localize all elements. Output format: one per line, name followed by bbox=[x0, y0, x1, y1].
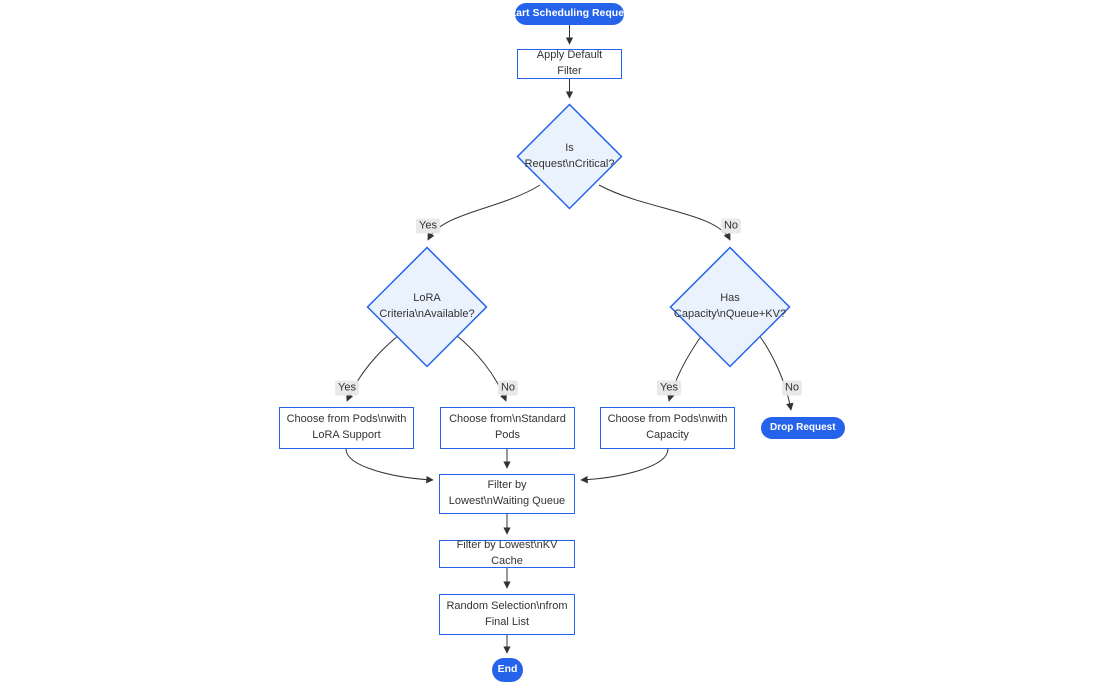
diamond-shape bbox=[366, 246, 488, 368]
drop-request-node: Drop Request bbox=[761, 417, 845, 439]
random-selection-node: Random Selection\nfrom Final List bbox=[439, 594, 575, 635]
edge-label-critical-no: No bbox=[720, 218, 742, 234]
edge-capacity-no bbox=[757, 333, 794, 411]
filter-kv-cache-label: Filter by Lowest\nKV Cache bbox=[456, 539, 558, 567]
filter-kv-cache-node: Filter by Lowest\nKV Cache bbox=[439, 539, 575, 568]
edge-choosecapacity-to-filter bbox=[580, 448, 669, 484]
diamond-shape bbox=[669, 246, 791, 368]
choose-lora-pods-label: Choose from Pods\nwith LoRA Support bbox=[286, 413, 407, 441]
edge-chooselora-to-filter bbox=[345, 448, 434, 484]
lora-criteria-label: LoRA Criteria\nAvailable? bbox=[379, 292, 475, 320]
choose-standard-pods-label: Choose from\nStandard Pods bbox=[449, 413, 566, 441]
choose-capacity-pods-node: Choose from Pods\nwith Capacity bbox=[600, 407, 735, 449]
edge-label-critical-yes: Yes bbox=[416, 218, 440, 234]
apply-default-filter-node: Apply Default Filter bbox=[517, 49, 622, 79]
edge-label-lora-no: No bbox=[497, 380, 519, 396]
diamond-shape bbox=[516, 103, 623, 210]
edge-label-lora-yes: Yes bbox=[335, 380, 359, 396]
edge-label-capacity-yes: Yes bbox=[657, 380, 681, 396]
filter-waiting-queue-label: Filter by Lowest\nWaiting Queue bbox=[448, 479, 566, 507]
choose-capacity-pods-label: Choose from Pods\nwith Capacity bbox=[607, 413, 728, 441]
lora-criteria-decision: LoRA Criteria\nAvailable? bbox=[366, 246, 488, 368]
is-critical-label: Is Request\nCritical? bbox=[524, 141, 615, 170]
drop-request-label: Drop Request bbox=[770, 421, 836, 433]
has-capacity-label: Has Capacity\nQueue+KV? bbox=[673, 292, 787, 320]
choose-standard-pods-node: Choose from\nStandard Pods bbox=[440, 407, 575, 449]
has-capacity-decision: Has Capacity\nQueue+KV? bbox=[669, 246, 791, 368]
end-node-label: End bbox=[497, 663, 518, 676]
choose-lora-pods-node: Choose from Pods\nwith LoRA Support bbox=[279, 407, 414, 449]
apply-default-filter-label: Apply Default Filter bbox=[536, 49, 603, 77]
end-node: End bbox=[492, 658, 523, 682]
filter-waiting-queue-node: Filter by Lowest\nWaiting Queue bbox=[439, 474, 575, 514]
edge-label-capacity-no: No bbox=[781, 380, 803, 396]
is-critical-decision: Is Request\nCritical? bbox=[516, 103, 623, 210]
start-node: Start Scheduling Request bbox=[506, 3, 633, 25]
start-node-label: Start Scheduling Request bbox=[505, 7, 634, 20]
random-selection-label: Random Selection\nfrom Final List bbox=[446, 599, 568, 628]
